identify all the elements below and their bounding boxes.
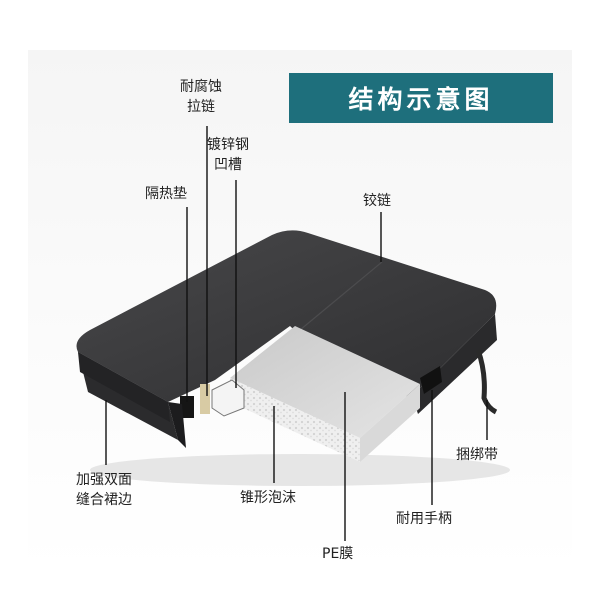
label-pe-film: PE膜 xyxy=(322,546,354,562)
label-tapered-foam: 锥形泡沫 xyxy=(240,490,296,506)
label-channel: 镀锌钢 凹槽 xyxy=(207,137,249,173)
diagram-title: 结构示意图 xyxy=(289,73,553,123)
label-strap: 捆绑带 xyxy=(456,447,498,463)
label-hinge: 铰链 xyxy=(363,193,391,209)
insulation-pad xyxy=(200,384,210,414)
cover-right-side xyxy=(412,314,497,414)
hinge-seam xyxy=(299,261,383,331)
cover-top-surface xyxy=(76,230,497,402)
label-insulation-pad: 隔热垫 xyxy=(145,186,187,202)
steel-channel xyxy=(211,379,245,417)
foam-top xyxy=(230,326,420,438)
cover-shadow xyxy=(90,454,510,486)
label-zipper: 耐腐蚀 拉链 xyxy=(180,79,222,115)
foam-front-face xyxy=(230,378,360,462)
label-skirt: 加强双面 缝合裙边 xyxy=(76,472,132,508)
strap xyxy=(475,349,498,415)
handle xyxy=(420,366,442,394)
zipper xyxy=(180,396,194,418)
label-handle: 耐用手柄 xyxy=(396,511,452,527)
leader-lines xyxy=(105,126,488,541)
